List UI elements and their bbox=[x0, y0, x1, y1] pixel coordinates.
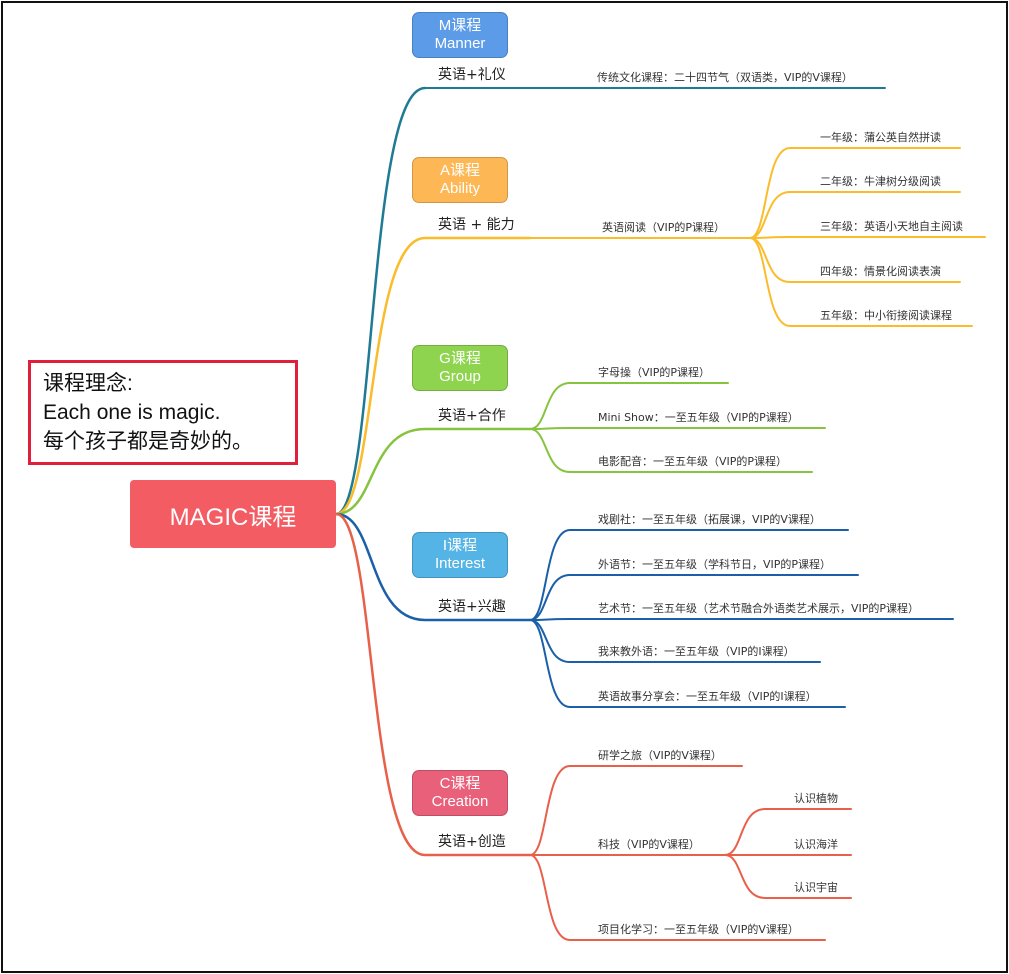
grandchild-node[interactable]: 五年级：中小衔接阅读课程 bbox=[820, 309, 952, 322]
child-node[interactable]: 字母操（VIP的P课程） bbox=[598, 366, 711, 379]
concept-title: 课程理念: bbox=[43, 372, 133, 395]
grandchild-node[interactable]: 认识宇宙 bbox=[794, 881, 838, 894]
branch-label-ability: 英语 + 能力 bbox=[438, 217, 515, 233]
grandchild-node[interactable]: 认识植物 bbox=[794, 792, 838, 805]
concept-english: Each one is magic. bbox=[43, 401, 221, 424]
grandchild-node[interactable]: 四年级：情景化阅读表演 bbox=[820, 265, 941, 278]
grandchild-line bbox=[724, 808, 852, 856]
child-line bbox=[529, 574, 859, 621]
branch-code: G课程 bbox=[439, 350, 481, 367]
grandchild-line bbox=[749, 237, 973, 327]
branch-line-group bbox=[334, 427, 532, 516]
root-node[interactable]: MAGIC课程 bbox=[130, 480, 336, 548]
grandchild-line bbox=[724, 854, 852, 899]
child-line bbox=[529, 428, 813, 473]
child-node[interactable]: 艺术节：一至五年级（艺术节融合外语类艺术展示，VIP的P课程） bbox=[598, 602, 920, 615]
child-line bbox=[529, 765, 743, 856]
child-line bbox=[529, 618, 954, 621]
branch-label-manner: 英语+礼仪 bbox=[438, 67, 506, 83]
branch-code: A课程 bbox=[439, 162, 480, 179]
child-node[interactable]: 英语阅读（VIP的P课程） bbox=[602, 221, 726, 234]
child-node[interactable]: 外语节：一至五年级（学科节日，VIP的P课程） bbox=[598, 558, 832, 571]
grandchild-line bbox=[749, 236, 986, 239]
branch-label-group: 英语+合作 bbox=[438, 408, 506, 424]
child-node[interactable]: 戏剧社：一至五年级（拓展课，VIP的V课程） bbox=[598, 513, 821, 526]
branch-name: Manner bbox=[434, 35, 486, 52]
child-line bbox=[529, 427, 826, 430]
grandchild-line bbox=[749, 191, 961, 239]
child-node[interactable]: 我来教外语：一至五年级（VIP的I课程） bbox=[598, 645, 795, 658]
grandchild-node[interactable]: 一年级：蒲公英自然拼读 bbox=[820, 131, 941, 144]
child-node[interactable]: 传统文化课程：二十四节气（双语类，VIP的V课程） bbox=[597, 71, 853, 84]
branch-name: Ability bbox=[439, 180, 480, 197]
grandchild-node[interactable]: 认识海洋 bbox=[794, 838, 838, 851]
child-node[interactable]: 科技（VIP的V课程） bbox=[598, 838, 700, 851]
child-line bbox=[529, 619, 821, 663]
child-node[interactable]: 英语故事分享会：一至五年级（VIP的I课程） bbox=[598, 690, 817, 703]
child-node[interactable]: Mini Show：一至五年级（VIP的P课程） bbox=[598, 411, 799, 424]
branch-name: Group bbox=[439, 368, 481, 385]
child-line bbox=[529, 529, 849, 621]
branch-line-creation bbox=[334, 512, 532, 857]
child-line bbox=[529, 382, 729, 430]
branch-name: Creation bbox=[431, 793, 489, 810]
branch-line-ability bbox=[334, 236, 532, 516]
branch-label-creation: 英语+创造 bbox=[438, 834, 506, 850]
branch-line-manner bbox=[334, 86, 427, 516]
branch-code: M课程 bbox=[438, 17, 482, 34]
concept-chinese: 每个孩子都是奇妙的。 bbox=[43, 430, 253, 453]
child-line bbox=[529, 854, 826, 941]
branch-code: C课程 bbox=[439, 775, 481, 792]
branch-label-interest: 英语+兴趣 bbox=[438, 599, 506, 615]
grandchild-node[interactable]: 二年级：牛津树分级阅读 bbox=[820, 175, 941, 188]
grandchild-line bbox=[749, 147, 961, 239]
grandchild-node[interactable]: 三年级：英语小天地自主阅读 bbox=[820, 220, 963, 233]
child-line bbox=[529, 619, 846, 708]
child-node[interactable]: 研学之旅（VIP的V课程） bbox=[598, 749, 722, 762]
child-node[interactable]: 电影配音：一至五年级（VIP的P课程） bbox=[598, 455, 788, 468]
branch-code: I课程 bbox=[442, 537, 478, 554]
branch-name: Interest bbox=[434, 555, 486, 572]
concept-box: 课程理念: Each one is magic. 每个孩子都是奇妙的。 bbox=[28, 360, 298, 465]
child-node[interactable]: 项目化学习：一至五年级（VIP的V课程） bbox=[598, 923, 799, 936]
branch-line-interest bbox=[334, 512, 532, 622]
